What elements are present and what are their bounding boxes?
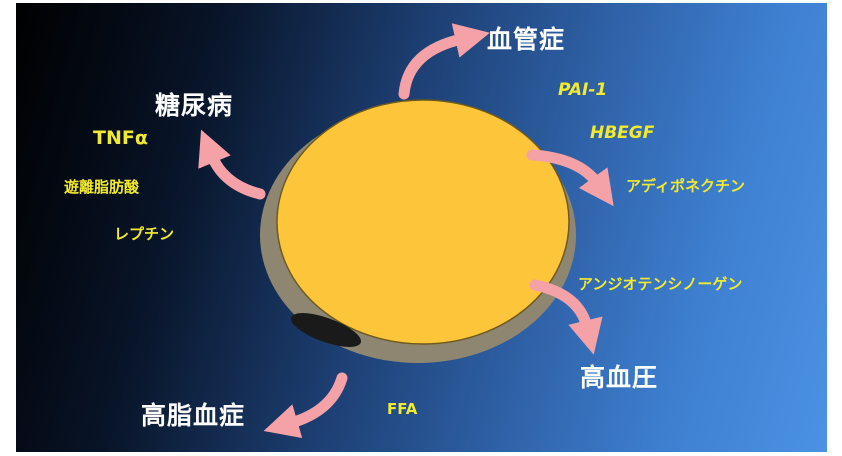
label-hbegf: HBEGF — [590, 123, 655, 143]
label-pai1: PAI-1 — [558, 80, 608, 100]
label-leptin: レプチン — [114, 225, 175, 243]
slide-background: 血管症 糖尿病 高血圧 高脂血症 PAI-1 HBEGF アディポネクチン TN… — [16, 3, 827, 452]
label-ffa: FFA — [387, 400, 418, 418]
arrow-to-hypertension — [529, 279, 603, 355]
nucleus — [290, 313, 362, 347]
label-tnf-alpha: TNFα — [93, 127, 148, 149]
diagram-graphics — [198, 23, 614, 439]
label-diabetes: 糖尿病 — [155, 91, 234, 120]
label-adiponectin: アディポネクチン — [626, 177, 745, 195]
arrow-to-hyperlipidemia — [263, 372, 348, 439]
arrow-to-adiponectin — [526, 149, 614, 207]
arrow-to-diabetes — [198, 129, 266, 200]
label-hypertension: 高血圧 — [580, 363, 659, 392]
label-vascular-disease: 血管症 — [487, 25, 566, 54]
label-hyperlipidemia: 高脂血症 — [141, 401, 246, 430]
label-free-fatty-acid: 遊離脂肪酸 — [64, 178, 140, 196]
fat-cell-body — [276, 99, 570, 345]
label-angiotensinogen: アンジオテンシノーゲン — [578, 275, 743, 293]
arrow-to-vascular — [398, 23, 490, 100]
